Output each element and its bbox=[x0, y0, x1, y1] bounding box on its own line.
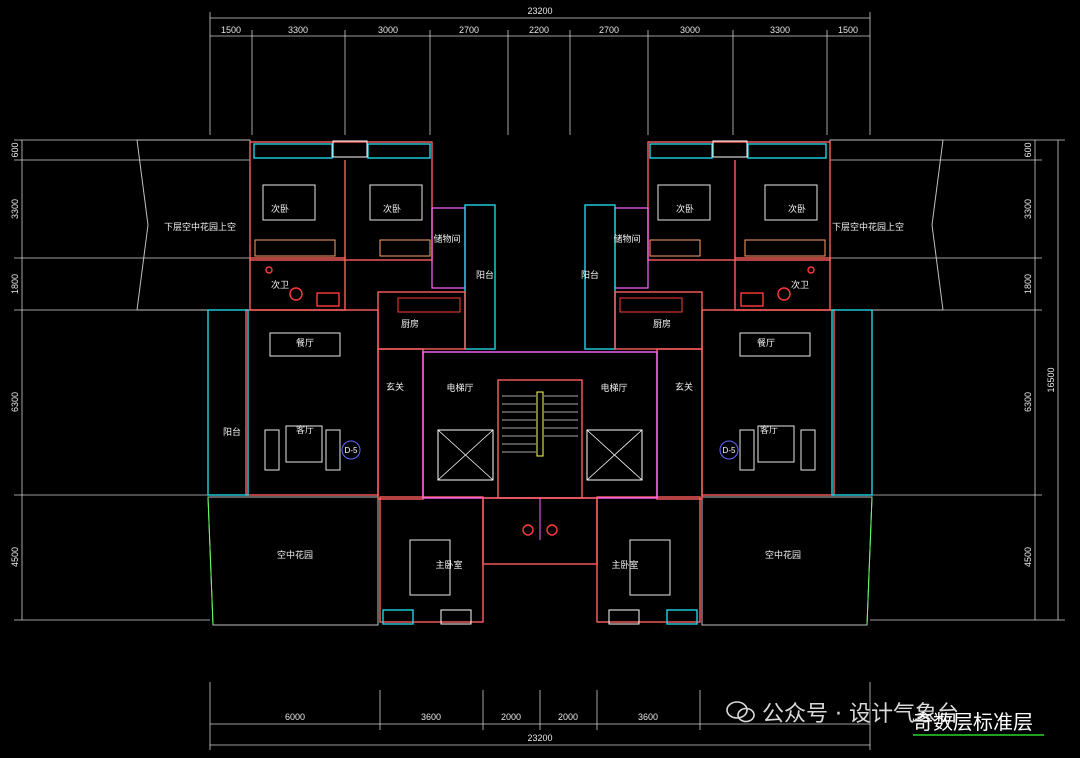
building-core bbox=[422, 351, 658, 565]
top-dim-2: 3300 bbox=[288, 25, 308, 35]
label-right-kitchen: 厨房 bbox=[653, 318, 671, 330]
left-dim-1: 600 bbox=[10, 142, 20, 157]
label-right-sky-garden: 空中花园 bbox=[765, 549, 801, 561]
right-total-dimension: 16500 bbox=[1046, 367, 1056, 392]
bottom-dim-3: 2000 bbox=[501, 712, 521, 722]
right-dim-4: 6300 bbox=[1023, 392, 1033, 412]
label-right-master-bedroom: 主卧室 bbox=[611, 559, 638, 571]
label-right-storage: 储物间 bbox=[613, 233, 640, 245]
right-unit bbox=[584, 139, 944, 626]
wechat-logo-icon bbox=[726, 700, 756, 724]
label-right-elevator-hall: 电梯厅 bbox=[600, 382, 627, 394]
top-dim-3: 3000 bbox=[378, 25, 398, 35]
left-dim-4: 6300 bbox=[10, 392, 20, 412]
label-left-elevator-hall: 电梯厅 bbox=[446, 382, 473, 394]
bottom-dim-5: 3600 bbox=[638, 712, 658, 722]
drawing-caption: 奇数层标准层 bbox=[913, 710, 1033, 734]
right-dimension-chain bbox=[830, 139, 1065, 621]
right-dim-2: 3300 bbox=[1023, 199, 1033, 219]
label-right-bedroom-2: 次卧 bbox=[788, 203, 806, 215]
watermark-text: 公众号 · 设计气象台 bbox=[762, 702, 959, 727]
left-unit-tag: D-5 bbox=[345, 446, 358, 455]
label-left-bedroom-2: 次卧 bbox=[383, 203, 401, 215]
watermark: 公众号 · 设计气象台 bbox=[726, 696, 959, 728]
label-left-balcony-2: 阳台 bbox=[223, 426, 241, 438]
label-right-living: 客厅 bbox=[760, 424, 778, 436]
top-total-dimension: 23200 bbox=[527, 6, 552, 16]
bottom-dim-4: 2000 bbox=[558, 712, 578, 722]
label-left-balcony: 阳台 bbox=[476, 269, 494, 281]
left-dim-5: 4500 bbox=[10, 547, 20, 567]
right-dim-1: 600 bbox=[1023, 142, 1033, 157]
label-left-foyer: 玄关 bbox=[386, 381, 404, 393]
label-left-bathroom: 次卫 bbox=[271, 279, 289, 291]
right-dim-5: 4500 bbox=[1023, 547, 1033, 567]
bottom-dimension-chain bbox=[209, 682, 871, 750]
label-right-balcony: 阳台 bbox=[581, 269, 599, 281]
label-left-sky-garden: 空中花园 bbox=[277, 549, 313, 561]
top-dim-7: 3000 bbox=[680, 25, 700, 35]
left-dim-2: 3300 bbox=[10, 199, 20, 219]
right-dim-3: 1800 bbox=[1023, 274, 1033, 294]
label-left-kitchen: 厨房 bbox=[401, 318, 419, 330]
label-right-bathroom: 次卫 bbox=[791, 279, 809, 291]
top-dim-4: 2700 bbox=[459, 25, 479, 35]
left-unit bbox=[136, 139, 496, 626]
label-right-lower-garden: 下层空中花园上空 bbox=[832, 221, 904, 233]
top-dim-8: 3300 bbox=[770, 25, 790, 35]
label-left-storage: 储物间 bbox=[433, 233, 460, 245]
bottom-dim-2: 3600 bbox=[421, 712, 441, 722]
top-dimension-chain bbox=[209, 12, 871, 135]
label-left-lower-garden: 下层空中花园上空 bbox=[164, 221, 236, 233]
label-left-living: 客厅 bbox=[296, 424, 314, 436]
top-dim-6: 2700 bbox=[599, 25, 619, 35]
top-dim-9: 1500 bbox=[838, 25, 858, 35]
top-dim-1: 1500 bbox=[221, 25, 241, 35]
label-right-bedroom-1: 次卧 bbox=[676, 203, 694, 215]
left-dim-3: 1800 bbox=[10, 274, 20, 294]
left-dimension-chain bbox=[14, 139, 250, 621]
stair-treads bbox=[502, 395, 578, 453]
label-right-dining: 餐厅 bbox=[757, 337, 775, 349]
label-left-dining: 餐厅 bbox=[296, 337, 314, 349]
right-unit-tag: D-5 bbox=[723, 446, 736, 455]
bottom-total-dimension: 23200 bbox=[527, 733, 552, 743]
top-dim-5: 2200 bbox=[529, 25, 549, 35]
label-left-bedroom-1: 次卧 bbox=[271, 203, 289, 215]
label-left-master-bedroom: 主卧室 bbox=[435, 559, 462, 571]
bottom-dim-1: 6000 bbox=[285, 712, 305, 722]
label-right-foyer: 玄关 bbox=[675, 381, 693, 393]
